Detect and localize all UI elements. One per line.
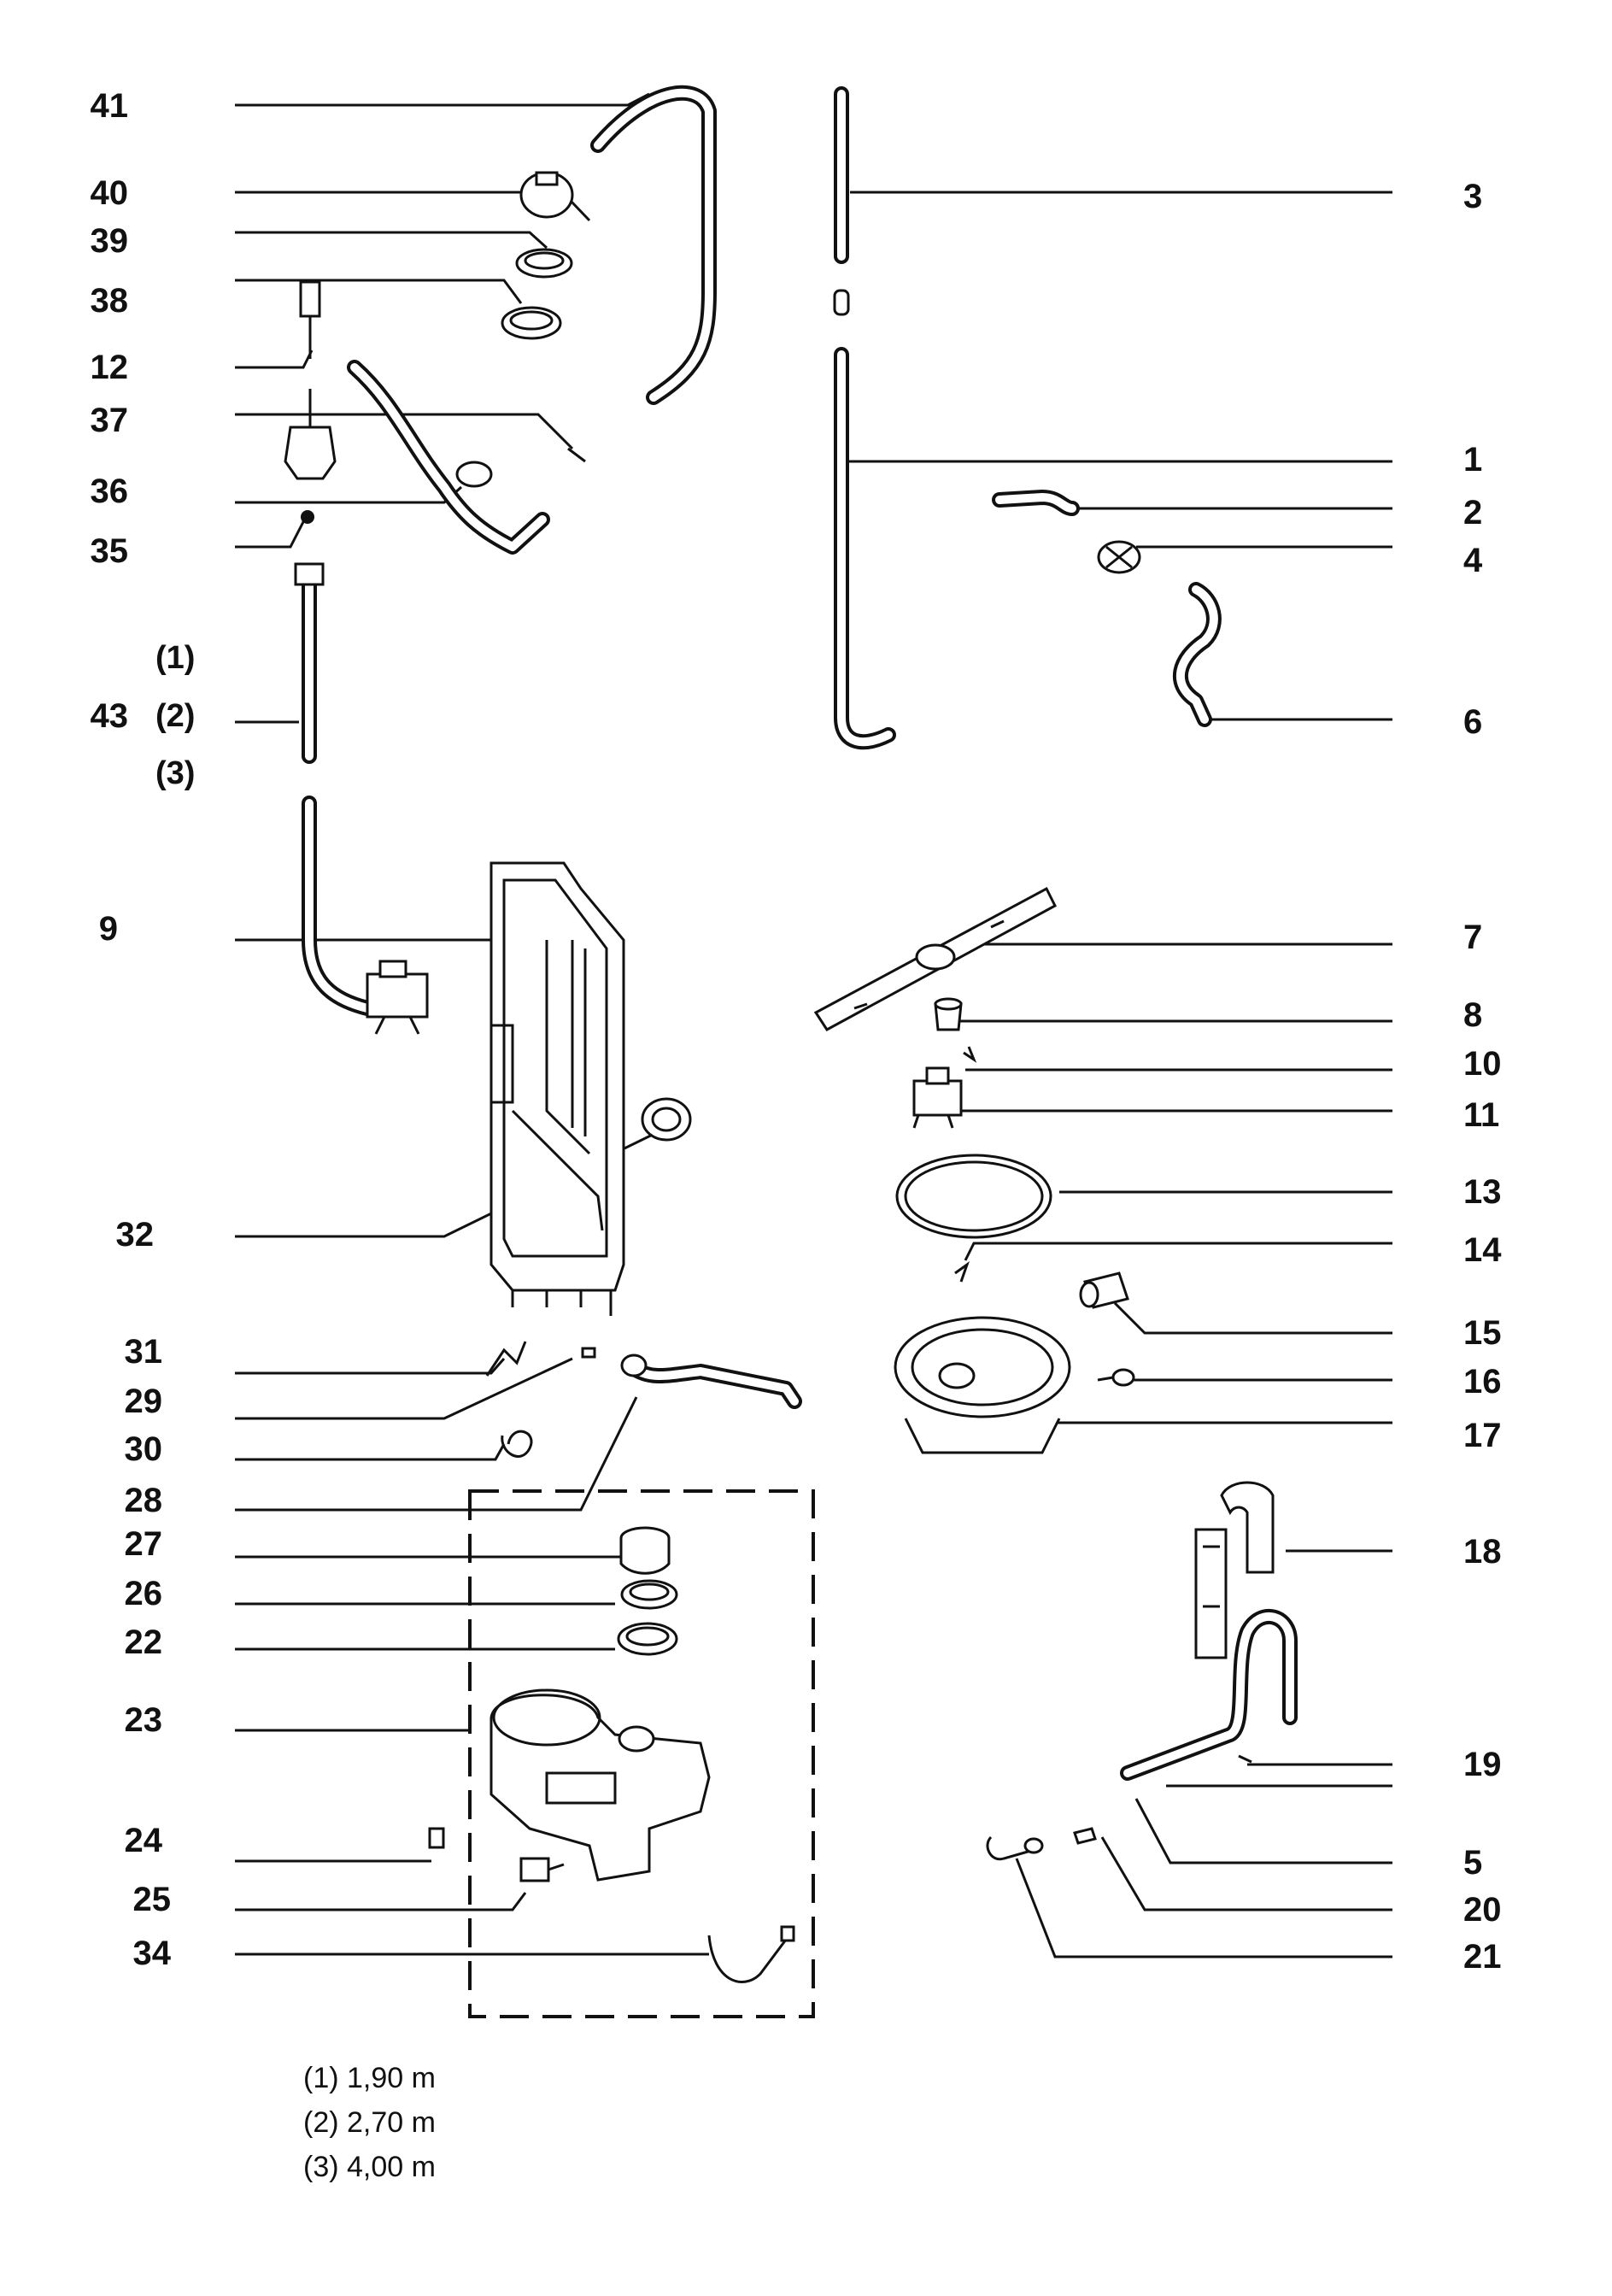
part-31-clip [485,1341,527,1377]
callout-38: 38 [90,282,129,320]
callout-26: 26 [124,1575,163,1612]
part-35-grommet [301,510,314,524]
part-37-valve [284,389,337,480]
part-9-panel [489,861,625,1316]
callout-16: 16 [1463,1363,1502,1401]
part-34-wire [707,1925,795,1983]
callout-5: 5 [1463,1844,1483,1882]
part-43-hose [294,562,325,764]
callout-19: 19 [1463,1746,1502,1783]
part-6-hose [1173,582,1222,727]
callout-23: 23 [124,1701,163,1739]
part-26-ring [620,1579,678,1610]
part-38-ring [501,306,562,340]
part-3-sleeve [833,289,850,316]
part-16-screw [1097,1368,1135,1387]
callout-21: 21 [1463,1938,1502,1976]
hose-length-note-2: (2) 2,70 m [303,2106,436,2139]
part-11-valve [912,1066,963,1129]
callout-11: 11 [1463,1096,1500,1134]
part-27-cap [619,1526,671,1575]
callout-41: 41 [90,87,129,125]
part-28-hose [620,1354,802,1409]
leader-lines-right [846,191,1392,1958]
part-1-pipe [834,347,896,750]
callout-1: 1 [1463,441,1483,479]
callout-6: 6 [1463,703,1483,741]
part-17-sump [894,1316,1071,1454]
part-19-clip [1238,1754,1252,1764]
callout-9: 9 [98,910,118,948]
hose-variant-3: (3) [155,755,196,791]
callout-2: 2 [1463,494,1483,531]
callout-28: 28 [124,1482,163,1519]
callout-37: 37 [90,402,129,439]
callout-17: 17 [1463,1417,1502,1454]
part-22-ring [617,1622,678,1656]
callout-13: 13 [1463,1173,1502,1211]
part-5-tube [1120,1608,1298,1781]
part-8-nozzle [934,997,963,1031]
callout-39: 39 [90,222,129,260]
callout-20: 20 [1463,1891,1502,1929]
callout-32: 32 [115,1216,155,1254]
part-9-inlet-hose [302,796,429,1035]
callout-43: 43 [90,697,129,735]
callout-3: 3 [1463,178,1483,215]
callout-12: 12 [90,349,129,386]
callout-34: 34 [132,1935,172,1972]
salt-container-group-box [468,1489,815,2018]
callout-36: 36 [90,473,129,510]
callout-18: 18 [1463,1533,1502,1571]
callout-22: 22 [124,1624,163,1661]
part-23-salt-container [489,1688,711,1882]
part-36-hose [347,360,586,555]
part-7-spray-arm [813,886,1057,1031]
callout-31: 31 [124,1333,163,1371]
part-24-cap [428,1827,445,1849]
part-40-cap [519,171,591,222]
part-32-seal [641,1097,692,1142]
hose-length-note-3: (3) 4,00 m [303,2151,436,2183]
callout-4: 4 [1463,542,1483,579]
part-21-clip [986,1835,1044,1861]
callout-7: 7 [1463,919,1483,956]
callout-35: 35 [90,532,129,570]
part-25-switch [519,1857,565,1882]
part-39-ring [515,248,573,279]
callout-40: 40 [90,174,129,212]
part-30-clip [501,1430,533,1458]
part-29-pin [581,1347,596,1359]
callout-29: 29 [124,1383,163,1420]
part-2-hose [992,490,1080,516]
hose-variant-1: (1) [155,640,196,676]
callout-30: 30 [124,1430,163,1468]
part-18-bracket [1194,1481,1275,1659]
callout-8: 8 [1463,996,1483,1034]
part-13-gasket [895,1154,1052,1239]
callout-25: 25 [132,1881,172,1918]
part-4-valve [1097,540,1141,574]
callout-27: 27 [124,1525,163,1563]
callout-10: 10 [1463,1045,1502,1083]
part-12-connector [299,280,321,359]
callout-15: 15 [1463,1314,1502,1352]
part-14-screw [954,1261,970,1283]
callout-14: 14 [1463,1231,1502,1269]
part-20-pin [1073,1827,1097,1845]
callout-24: 24 [124,1822,163,1859]
hose-length-note-1: (1) 1,90 m [303,2062,436,2094]
part-10-screw [963,1046,977,1063]
part-41-hose [590,85,717,405]
part-15-plug [1079,1271,1129,1309]
leader-lines-left [235,92,709,1956]
hose-variant-2: (2) [155,698,196,734]
